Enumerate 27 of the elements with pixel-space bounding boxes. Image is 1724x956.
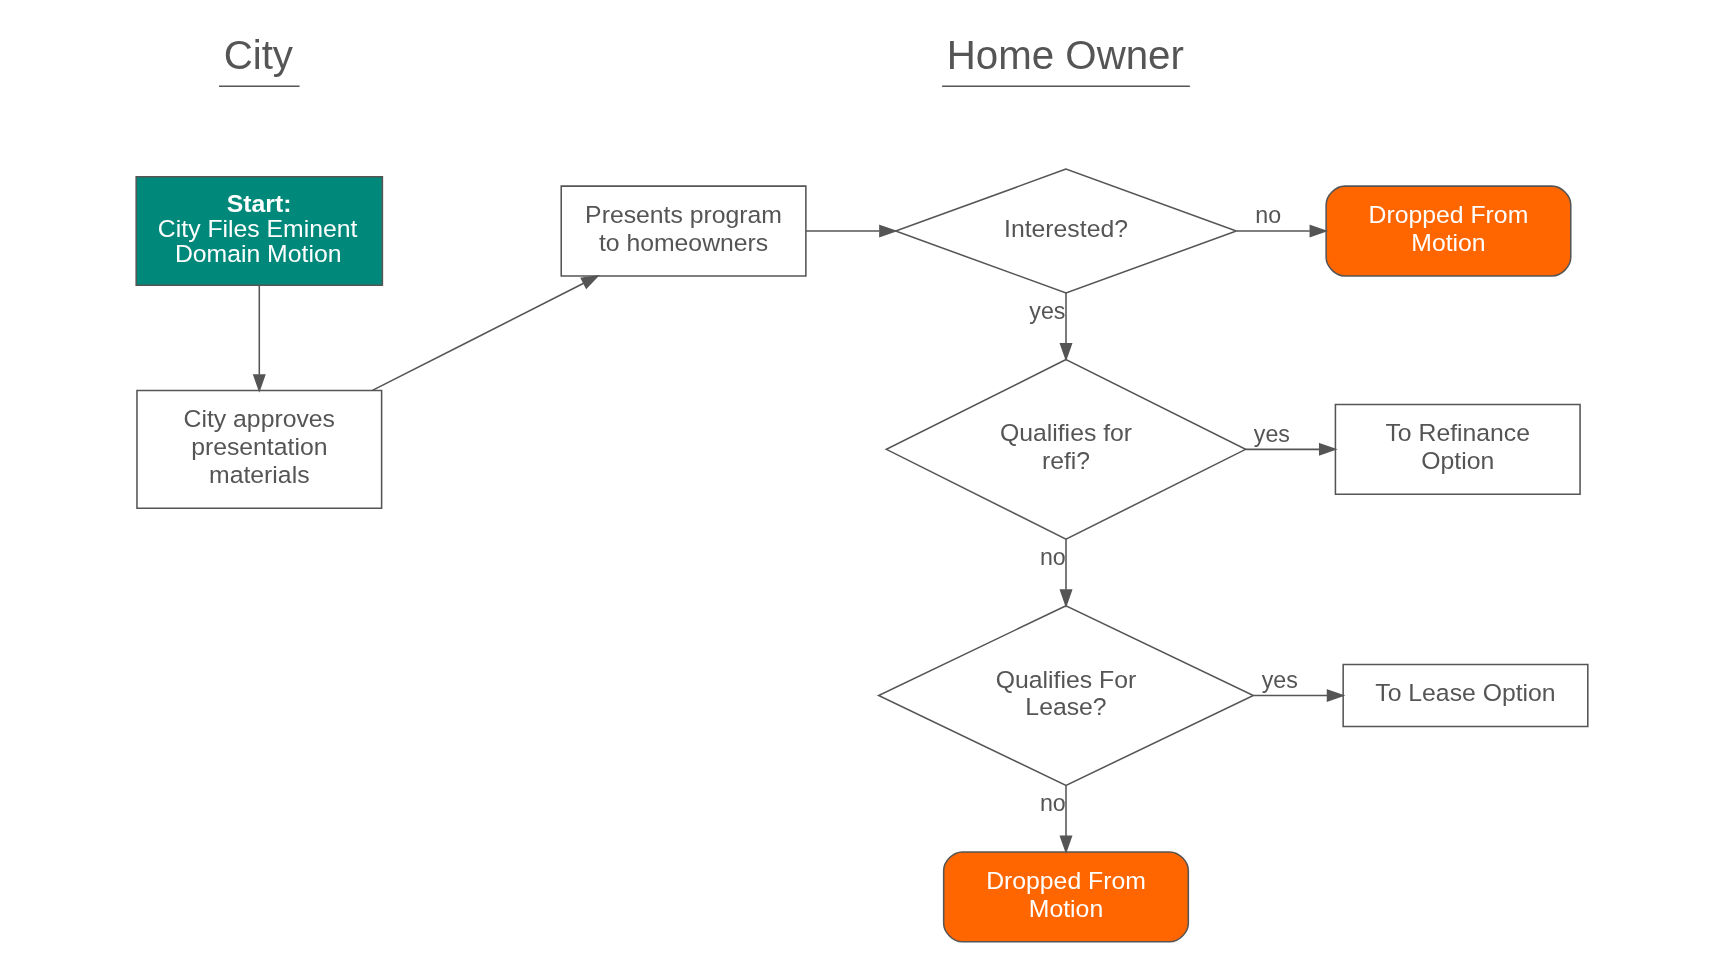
arrow bbox=[1059, 292, 1073, 362]
node-box: Presents program to homeowners bbox=[560, 185, 807, 277]
node-box: Dropped From Motion bbox=[1325, 185, 1572, 277]
node-box: To Refinance Option bbox=[1334, 403, 1581, 496]
arrow bbox=[1059, 785, 1073, 855]
arrow bbox=[1252, 689, 1346, 703]
node-box: City approves presentation materials bbox=[136, 389, 383, 509]
arrow bbox=[1059, 538, 1073, 608]
arrow bbox=[805, 224, 898, 238]
edge-label: no bbox=[1255, 202, 1282, 229]
edge-label: yes bbox=[1253, 420, 1290, 447]
node-box: To Lease Option bbox=[1342, 663, 1589, 728]
arrow bbox=[1245, 442, 1338, 456]
label: Home Owner bbox=[946, 32, 1184, 78]
node-diamond: Qualifies for refi? bbox=[884, 358, 1248, 541]
arrow bbox=[371, 275, 600, 392]
edge-label: yes bbox=[1029, 297, 1066, 324]
arrow bbox=[1236, 224, 1329, 238]
node-diamond: Qualifies For Lease? bbox=[876, 604, 1256, 787]
label: City bbox=[223, 32, 294, 78]
edge-label: no bbox=[1039, 543, 1066, 570]
arrow bbox=[252, 284, 266, 393]
node-box: Start: City Files Eminent Domain Motion bbox=[135, 176, 384, 286]
edge-label: no bbox=[1039, 789, 1066, 816]
edge-label: yes bbox=[1261, 666, 1298, 693]
node-box: Dropped From Motion bbox=[942, 851, 1190, 943]
node-diamond: Interested? bbox=[893, 168, 1239, 294]
